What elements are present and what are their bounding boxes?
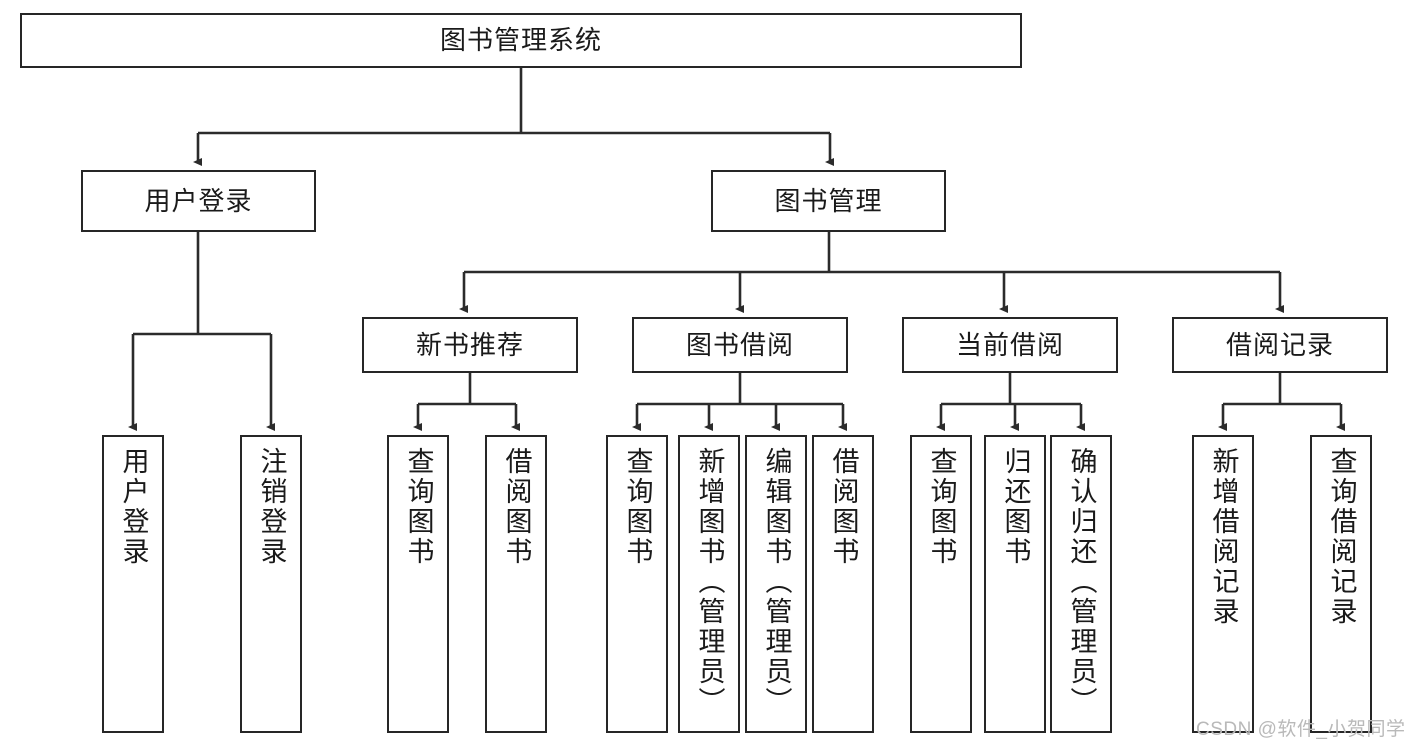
node-leaf-borrow-book-label: 借阅图书 bbox=[828, 447, 859, 567]
node-borrow-record[interactable]: 借阅记录 bbox=[1172, 317, 1388, 373]
node-user-login-label: 用户登录 bbox=[144, 185, 253, 216]
node-leaf-query-book-recommend[interactable]: 查询图书 bbox=[387, 435, 449, 733]
node-leaf-borrow-book-recommend[interactable]: 借阅图书 bbox=[485, 435, 547, 733]
node-leaf-query-borrow-record[interactable]: 查询借阅记录 bbox=[1310, 435, 1372, 733]
node-new-book-recommend[interactable]: 新书推荐 bbox=[362, 317, 578, 373]
node-leaf-query-book-borrow[interactable]: 查询图书 bbox=[606, 435, 668, 733]
node-book-borrow[interactable]: 图书借阅 bbox=[632, 317, 848, 373]
node-root[interactable]: 图书管理系统 bbox=[20, 13, 1022, 68]
node-leaf-user-login[interactable]: 用户登录 bbox=[102, 435, 164, 733]
node-leaf-return-book-label: 归还图书 bbox=[1000, 447, 1031, 567]
node-book-manage[interactable]: 图书管理 bbox=[711, 170, 946, 232]
node-leaf-logout-login[interactable]: 注销登录 bbox=[240, 435, 302, 733]
node-current-borrow-label: 当前借阅 bbox=[955, 329, 1064, 360]
node-leaf-add-borrow-record-label: 新增借阅记录 bbox=[1208, 447, 1239, 627]
node-book-manage-label: 图书管理 bbox=[774, 185, 883, 216]
node-leaf-logout-login-label: 注销登录 bbox=[256, 447, 287, 567]
node-leaf-query-book-current[interactable]: 查询图书 bbox=[910, 435, 972, 733]
node-user-login[interactable]: 用户登录 bbox=[81, 170, 316, 232]
node-leaf-return-book[interactable]: 归还图书 bbox=[984, 435, 1046, 733]
node-leaf-edit-book-admin-label: 编辑图书（管理员） bbox=[761, 447, 792, 717]
node-leaf-borrow-book-recommend-label: 借阅图书 bbox=[501, 447, 532, 567]
node-leaf-add-book-admin[interactable]: 新增图书（管理员） bbox=[678, 435, 740, 733]
node-leaf-confirm-return-admin-label: 确认归还（管理员） bbox=[1066, 447, 1097, 717]
node-leaf-user-login-label: 用户登录 bbox=[118, 447, 149, 567]
node-leaf-query-book-current-label: 查询图书 bbox=[926, 447, 957, 567]
node-leaf-query-book-borrow-label: 查询图书 bbox=[622, 447, 653, 567]
node-book-borrow-label: 图书借阅 bbox=[685, 329, 794, 360]
node-leaf-query-borrow-record-label: 查询借阅记录 bbox=[1326, 447, 1357, 627]
node-leaf-edit-book-admin[interactable]: 编辑图书（管理员） bbox=[745, 435, 807, 733]
node-leaf-add-borrow-record[interactable]: 新增借阅记录 bbox=[1192, 435, 1254, 733]
node-borrow-record-label: 借阅记录 bbox=[1225, 329, 1334, 360]
node-leaf-borrow-book[interactable]: 借阅图书 bbox=[812, 435, 874, 733]
node-leaf-confirm-return-admin[interactable]: 确认归还（管理员） bbox=[1050, 435, 1112, 733]
node-current-borrow[interactable]: 当前借阅 bbox=[902, 317, 1118, 373]
node-root-label: 图书管理系统 bbox=[439, 25, 602, 56]
node-leaf-query-book-recommend-label: 查询图书 bbox=[403, 447, 434, 567]
node-new-book-recommend-label: 新书推荐 bbox=[415, 329, 524, 360]
node-leaf-add-book-admin-label: 新增图书（管理员） bbox=[694, 447, 725, 717]
csdn-watermark: CSDN @软件_小贺同学 bbox=[1196, 719, 1405, 740]
